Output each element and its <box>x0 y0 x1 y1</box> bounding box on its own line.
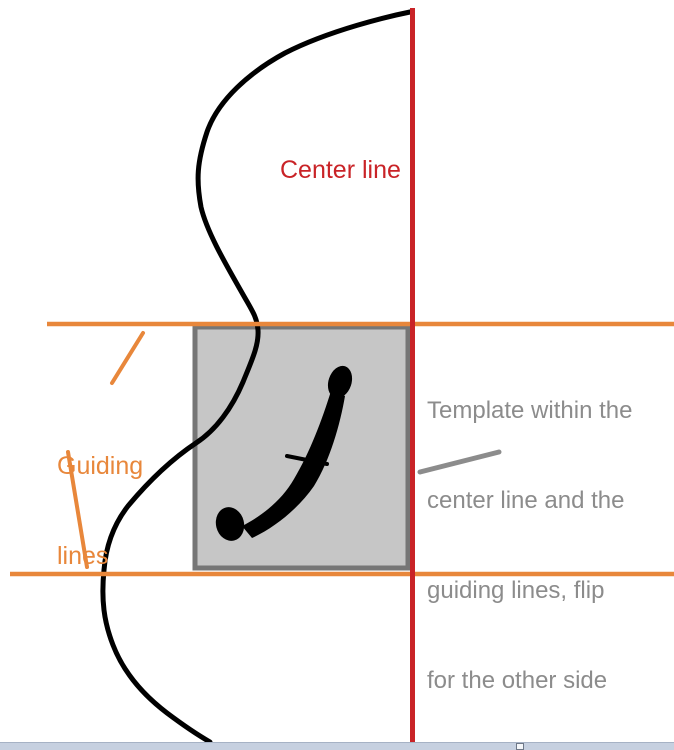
violin-outline-path <box>100 9 413 745</box>
note-pointer <box>417 449 502 475</box>
f-hole-lower-eye <box>215 507 245 541</box>
horizontal-scrollbar[interactable] <box>0 742 674 750</box>
template-note-line3: guiding lines, flip <box>427 577 605 604</box>
guiding-lines-label-line1: Guiding <box>57 452 144 480</box>
f-hole-upper-eye <box>327 365 353 399</box>
guiding-lines-label: Guiding lines <box>57 391 143 631</box>
template-note-line1: Template within the <box>427 397 633 424</box>
template-note: Template within the center line and the … <box>427 336 632 750</box>
guiding-lines-label-line2: lines <box>57 542 109 570</box>
scrollbar-handle[interactable] <box>516 743 524 750</box>
template-note-line4: for the other side <box>427 667 608 694</box>
guiding-pointer-upper <box>110 331 145 385</box>
template-note-line2: center line and the <box>427 487 625 514</box>
center-line-label: Center line <box>280 156 401 184</box>
f-hole-crossbar <box>285 454 329 466</box>
guiding-pointer-lower <box>66 450 89 569</box>
f-hole-stem <box>242 391 345 538</box>
